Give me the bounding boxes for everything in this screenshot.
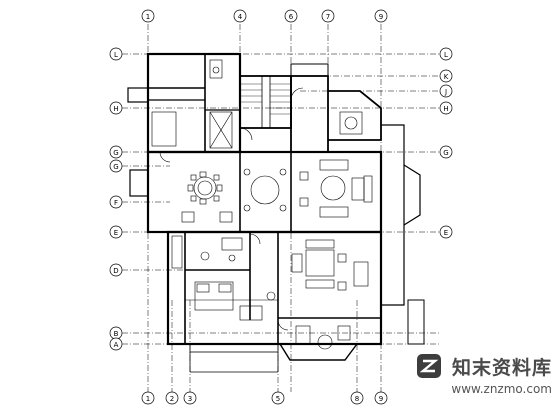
grid-bubble-bottom-9: 9: [374, 391, 388, 405]
svg-text:7: 7: [326, 13, 330, 21]
svg-text:2: 2: [170, 395, 174, 403]
svg-text:G: G: [113, 163, 118, 171]
svg-text:1: 1: [146, 395, 150, 403]
dining-table: [193, 176, 217, 200]
svg-text:1: 1: [146, 13, 150, 21]
grid-bubble-left-B: B: [109, 326, 123, 340]
svg-text:9: 9: [379, 395, 383, 403]
svg-text:3: 3: [188, 395, 192, 403]
grid-bubble-bottom-1: 1: [141, 391, 155, 405]
svg-text:E: E: [114, 229, 118, 237]
grid-bubble-bottom-8: 8: [350, 391, 364, 405]
svg-text:H: H: [443, 105, 448, 113]
svg-text:J: J: [444, 88, 447, 96]
walls: [127, 52, 425, 373]
grid-bubble-bottom-3: 3: [183, 391, 197, 405]
svg-text:D: D: [113, 267, 118, 275]
svg-text:6: 6: [289, 13, 294, 21]
bed: [194, 281, 234, 311]
svg-text:G: G: [443, 149, 448, 157]
foyer-rotunda: [250, 175, 280, 205]
grid-bubble-top-9: 9: [374, 9, 388, 23]
svg-text:E: E: [444, 229, 448, 237]
svg-text:5: 5: [276, 395, 280, 403]
grid-bubble-top-1: 1: [141, 9, 155, 23]
svg-text:9: 9: [379, 13, 383, 21]
grid-bubble-left-G2: G: [109, 159, 123, 173]
family-seating: [305, 249, 335, 277]
grid-bubble-left-L: L: [109, 47, 123, 61]
svg-text:4: 4: [238, 13, 243, 21]
grid-bubble-top-6: 6: [284, 9, 298, 23]
grid-bubble-right-J: J: [439, 84, 453, 98]
grid-bubble-left-E: E: [109, 225, 123, 239]
grid-bubble-right-G: G: [439, 145, 453, 159]
grid-bubble-left-F: F: [109, 195, 123, 209]
svg-text:F: F: [114, 199, 118, 207]
grid-bubble-right-L: L: [439, 47, 453, 61]
grid-bubble-right-H: H: [439, 101, 453, 115]
grid-bubble-bottom-5: 5: [271, 391, 285, 405]
svg-text:L: L: [444, 51, 448, 59]
grid-bubble-right-K: K: [439, 69, 453, 83]
svg-text:G: G: [113, 149, 118, 157]
furniture: [151, 59, 373, 350]
grid-bubble-right-E: E: [439, 225, 453, 239]
grid-bubble-left-G: G: [109, 145, 123, 159]
svg-text:8: 8: [355, 395, 359, 403]
grid-bubble-left-A: A: [109, 337, 123, 351]
grid-bubble-bottom-2: 2: [165, 391, 179, 405]
svg-text:H: H: [113, 105, 118, 113]
grid-bubble-left-D: D: [109, 263, 123, 277]
svg-text:A: A: [114, 341, 119, 349]
grid-bubble-left-H: H: [109, 101, 123, 115]
svg-text:B: B: [114, 330, 119, 338]
grid-bubble-top-4: 4: [233, 9, 247, 23]
living-rug: [320, 175, 346, 201]
svg-text:K: K: [444, 73, 449, 81]
svg-text:L: L: [114, 51, 118, 59]
grid-bubble-top-7: 7: [321, 9, 335, 23]
